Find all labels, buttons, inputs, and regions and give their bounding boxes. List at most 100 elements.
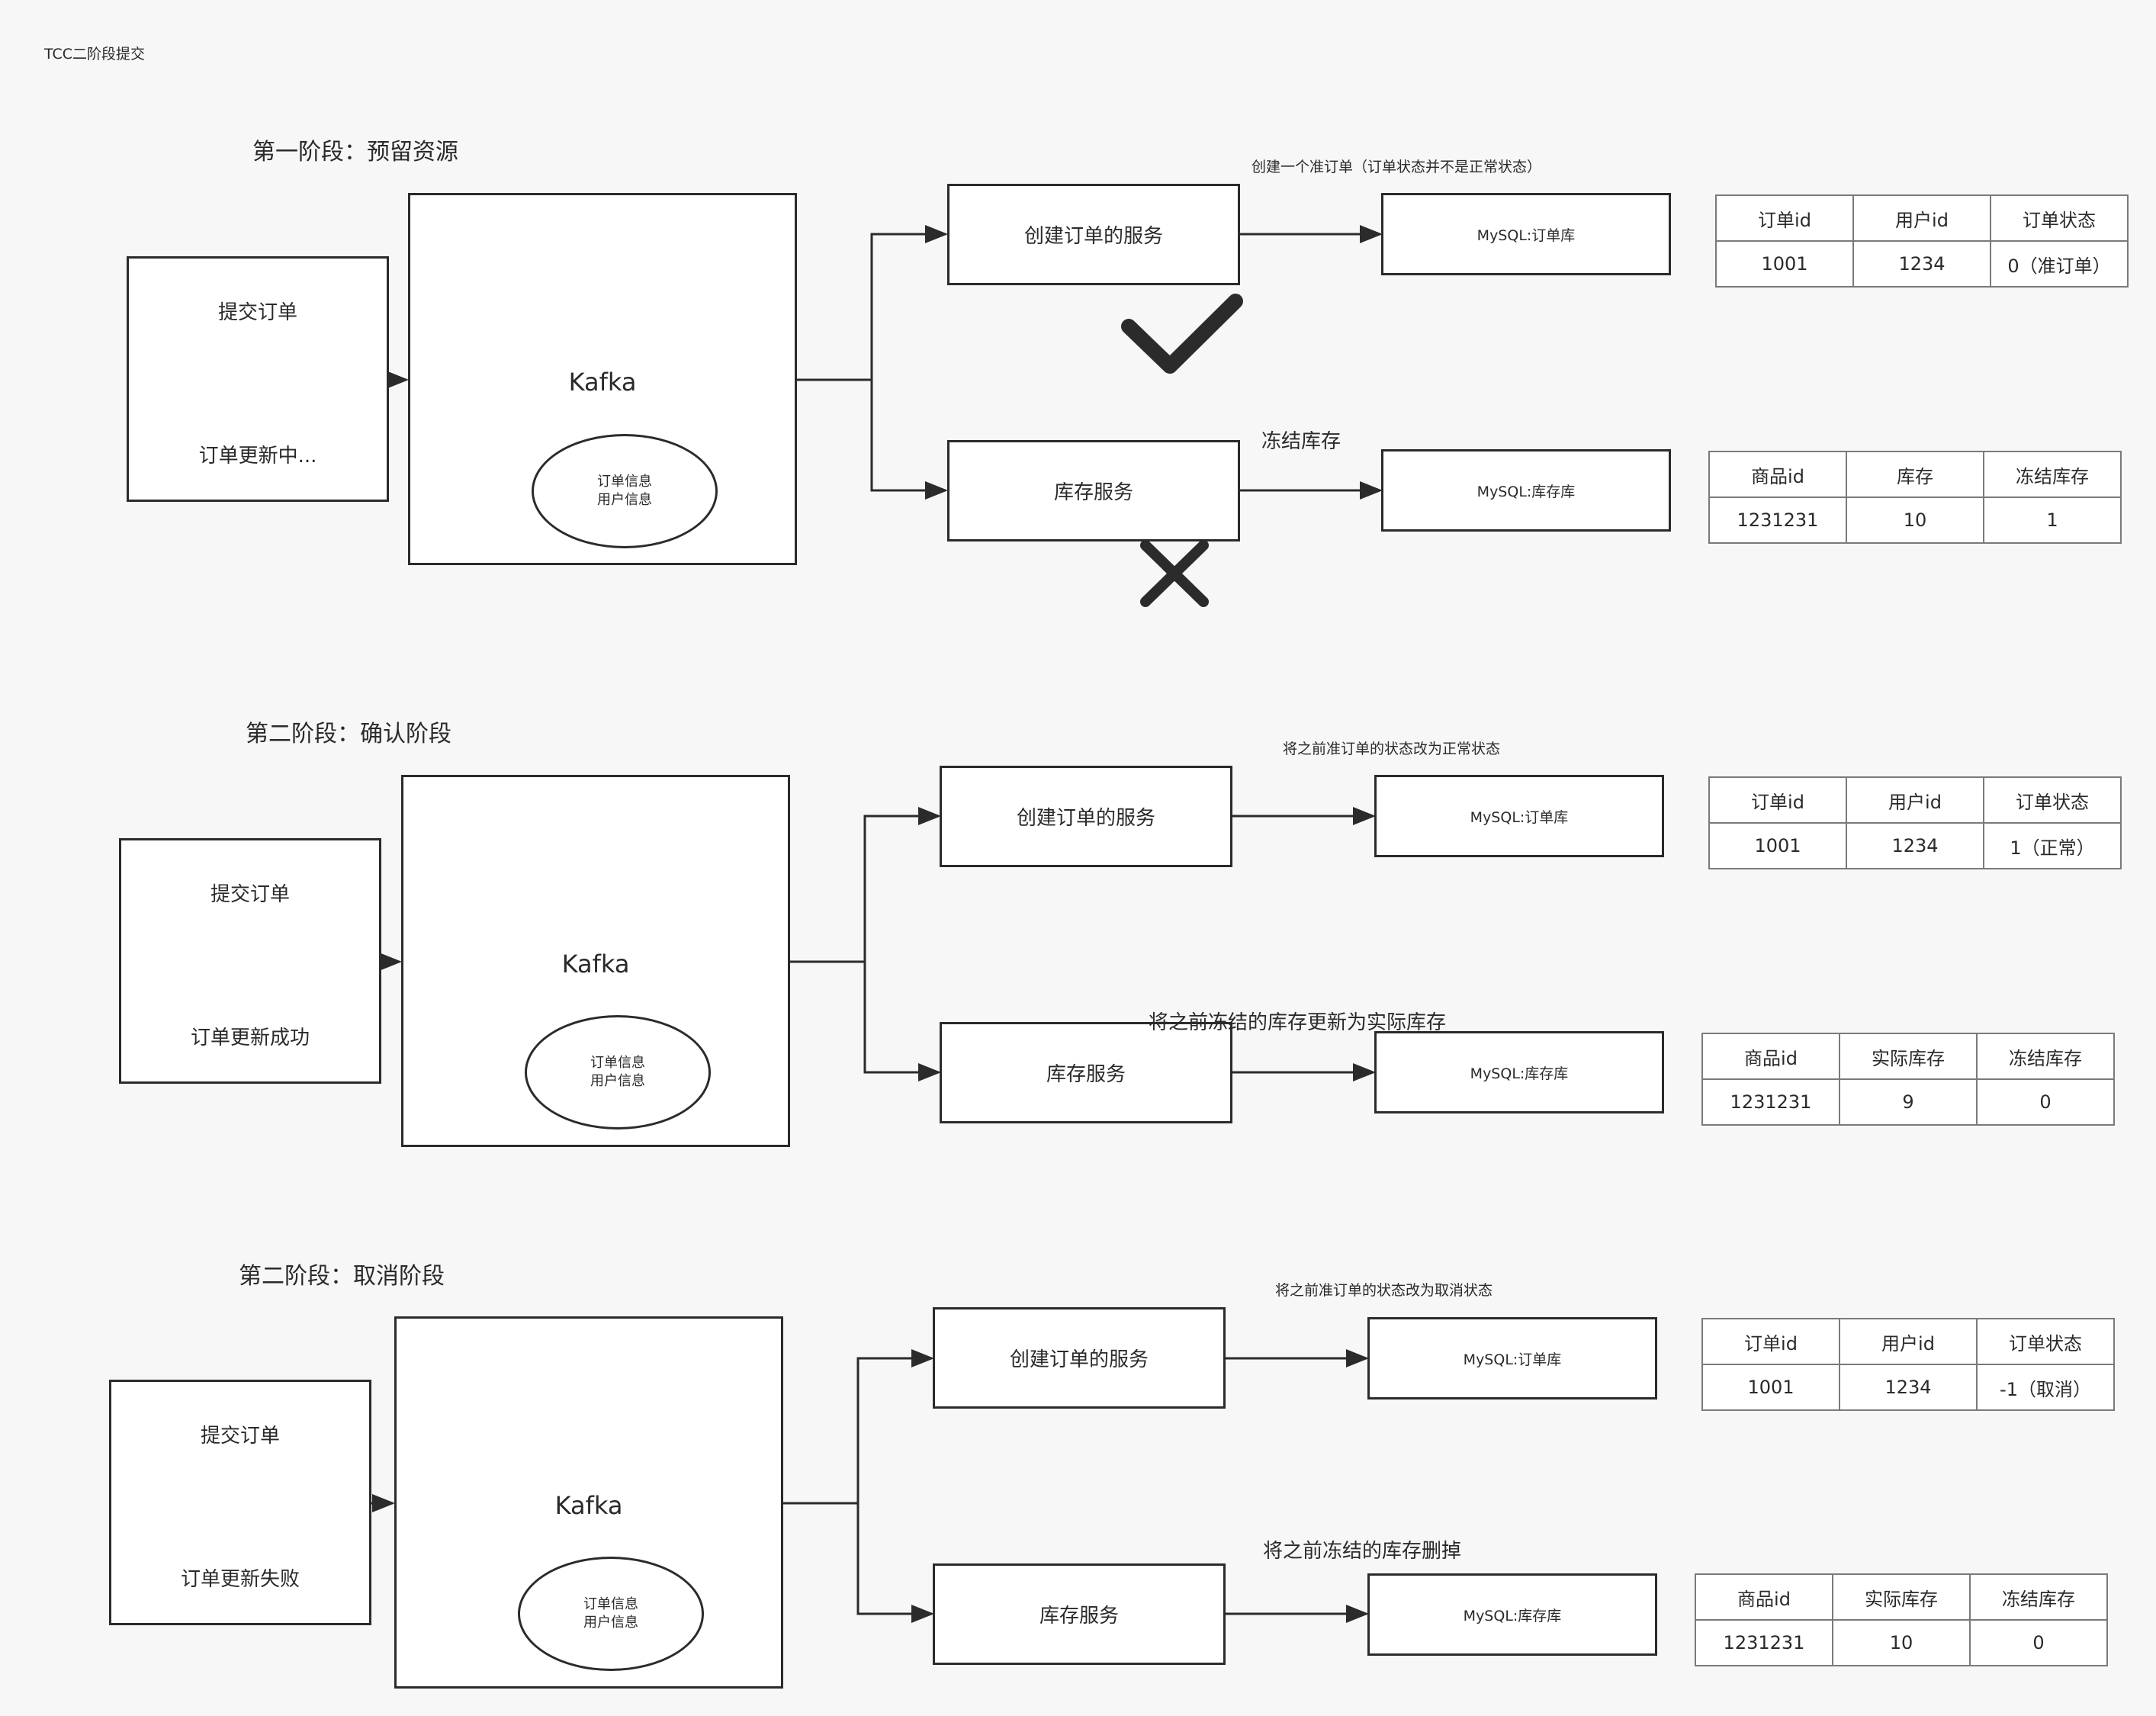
table-cell: 9 [1839, 1078, 1978, 1126]
kafka-to-inventory-service-arrow [870, 380, 948, 500]
phase3-inventory-table: 商品id 实际库存 冻结库存 1231231 10 0 [1695, 1573, 2108, 1666]
table-header-row: 商品id 库存 冻结库存 [1708, 451, 2122, 498]
kafka-to-inventory-service-arrow [863, 962, 941, 1081]
table-row: 1231231 10 1 [1708, 496, 2122, 544]
table-cell: 1234 [1846, 822, 1984, 869]
table-header-cell: 订单状态 [1983, 776, 2122, 824]
kafka-to-order-service-arrow [795, 225, 948, 381]
phase2-connectors [379, 807, 1376, 1081]
phase3-message-ellipse: 订单信息 用户信息 [518, 1557, 704, 1671]
kafka-to-inventory-service-arrow [856, 1503, 934, 1623]
table-row: 1001 1234 -1（取消） [1701, 1364, 2115, 1411]
phase3-order-db: MySQL:订单库 [1367, 1317, 1657, 1399]
table-header-row: 商品id 实际库存 冻结库存 [1695, 1573, 2108, 1621]
table-row: 1001 1234 1（正常） [1708, 822, 2122, 869]
phase3-client-box: 提交订单 订单更新失败 [109, 1380, 371, 1625]
phase2-client-box: 提交订单 订单更新成功 [119, 838, 381, 1084]
message-line: 用户信息 [583, 1615, 638, 1631]
phase2-inventory-note: 将之前冻结的库存更新为实际库存 [1149, 1011, 1447, 1034]
table-cell: 0 [1976, 1078, 2115, 1126]
kafka-label: Kafka [568, 368, 637, 397]
table-header-row: 订单id 用户id 订单状态 [1701, 1318, 2115, 1365]
table-cell: 1231231 [1701, 1078, 1840, 1126]
phase3-inventory-db: MySQL:库存库 [1367, 1573, 1657, 1656]
table-header-cell: 订单状态 [1990, 194, 2129, 242]
phase3-order-note: 将之前准订单的状态改为取消状态 [1275, 1282, 1493, 1299]
kafka-to-order-service-arrow [782, 1349, 934, 1505]
phase1-inventory-table: 商品id 库存 冻结库存 1231231 10 1 [1708, 451, 2122, 544]
message-line: 订单信息 [583, 1596, 638, 1612]
table-header-cell: 商品id [1701, 1033, 1840, 1080]
client-submit-label: 提交订单 [210, 883, 290, 906]
phase3-order-service: 创建订单的服务 [933, 1307, 1226, 1409]
phase2-title: 第二阶段：确认阶段 [246, 721, 451, 747]
table-row: 1231231 9 0 [1701, 1078, 2115, 1126]
table-header-cell: 用户id [1852, 194, 1991, 242]
kafka-to-order-service-arrow [789, 807, 941, 963]
table-header-cell: 商品id [1708, 451, 1847, 498]
phase2-inventory-service: 库存服务 [940, 1022, 1232, 1123]
phase2-order-db: MySQL:订单库 [1374, 775, 1664, 857]
table-header-row: 订单id 用户id 订单状态 [1715, 194, 2129, 242]
table-header-cell: 实际库存 [1832, 1573, 1971, 1621]
table-cell: 1001 [1708, 822, 1847, 869]
phase2-inventory-table: 商品id 实际库存 冻结库存 1231231 9 0 [1701, 1033, 2115, 1126]
phase2-order-table: 订单id 用户id 订单状态 1001 1234 1（正常） [1708, 776, 2122, 869]
phase1-inventory-service: 库存服务 [947, 440, 1240, 541]
client-submit-label: 提交订单 [217, 301, 297, 324]
table-header-cell: 订单状态 [1976, 1318, 2115, 1365]
table-cell: 1234 [1852, 240, 1991, 288]
cross-icon [1140, 540, 1209, 607]
phase1-inventory-note: 冻结库存 [1261, 430, 1341, 453]
phase2-order-service: 创建订单的服务 [940, 766, 1232, 867]
table-header-cell: 订单id [1715, 194, 1854, 242]
table-header-cell: 冻结库存 [1976, 1033, 2115, 1080]
table-header-cell: 冻结库存 [1969, 1573, 2108, 1621]
phase3-order-table: 订单id 用户id 订单状态 1001 1234 -1（取消） [1701, 1318, 2115, 1411]
table-cell: -1（取消） [1976, 1364, 2115, 1411]
message-line: 用户信息 [597, 492, 652, 508]
phase1-client-box: 提交订单 订单更新中... [127, 256, 389, 502]
phase3-inventory-service: 库存服务 [933, 1563, 1226, 1665]
table-cell: 1231231 [1695, 1619, 1833, 1666]
table-header-row: 订单id 用户id 订单状态 [1708, 776, 2122, 824]
table-header-cell: 订单id [1708, 776, 1847, 824]
phase2-inventory-db: MySQL:库存库 [1374, 1031, 1664, 1113]
table-cell: 1（正常） [1983, 822, 2122, 869]
table-row: 1231231 10 0 [1695, 1619, 2108, 1666]
phase1-title: 第一阶段：预留资源 [252, 139, 458, 165]
message-line: 用户信息 [590, 1073, 645, 1089]
table-cell: 1234 [1839, 1364, 1978, 1411]
check-icon [1121, 294, 1243, 374]
client-status-label: 订单更新中... [198, 445, 317, 468]
phase1-order-service: 创建订单的服务 [947, 184, 1240, 285]
message-line: 订单信息 [590, 1055, 645, 1071]
table-header-cell: 用户id [1839, 1318, 1978, 1365]
table-cell: 1 [1983, 496, 2122, 544]
phase3-title: 第二阶段：取消阶段 [239, 1263, 445, 1290]
table-row: 1001 1234 0（准订单） [1715, 240, 2129, 288]
phase2-order-note: 将之前准订单的状态改为正常状态 [1283, 741, 1501, 757]
table-cell: 10 [1832, 1619, 1971, 1666]
table-header-cell: 商品id [1695, 1573, 1833, 1621]
phase2-kafka-box: Kafka [401, 775, 790, 1147]
phase1-connectors [386, 225, 1383, 500]
phase1-order-db: MySQL:订单库 [1381, 193, 1671, 275]
phase1-message-ellipse: 订单信息 用户信息 [532, 434, 718, 548]
message-line: 订单信息 [597, 474, 652, 490]
client-submit-label: 提交订单 [200, 1425, 280, 1448]
table-cell: 1001 [1715, 240, 1854, 288]
kafka-label: Kafka [554, 1491, 623, 1520]
table-header-cell: 库存 [1846, 451, 1984, 498]
table-header-row: 商品id 实际库存 冻结库存 [1701, 1033, 2115, 1080]
client-status-label: 订单更新失败 [180, 1568, 300, 1591]
table-header-cell: 实际库存 [1839, 1033, 1978, 1080]
table-cell: 1231231 [1708, 496, 1847, 544]
phase2-message-ellipse: 订单信息 用户信息 [525, 1015, 711, 1130]
phase3-inventory-note: 将之前冻结的库存删掉 [1263, 1540, 1462, 1563]
table-header-cell: 用户id [1846, 776, 1984, 824]
table-cell: 10 [1846, 496, 1984, 544]
client-status-label: 订单更新成功 [190, 1027, 310, 1049]
table-cell: 1001 [1701, 1364, 1840, 1411]
